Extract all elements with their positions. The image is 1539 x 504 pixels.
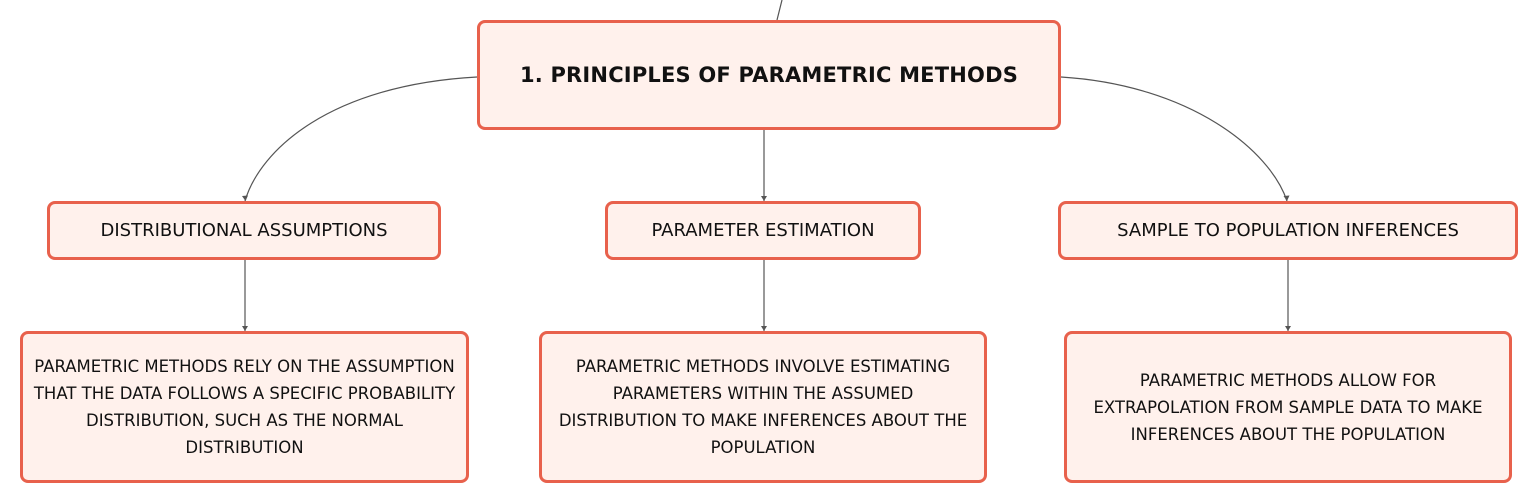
root-node-label: 1. PRINCIPLES OF PARAMETRIC METHODS — [519, 63, 1019, 87]
arrowhead-leaf-2 — [761, 326, 767, 331]
leaf-node-parameter-estimation-detail[interactable]: PARAMETRIC METHODS INVOLVE ESTIMATING PA… — [539, 331, 987, 483]
arrowhead-leaf-1 — [242, 326, 248, 331]
leaf-node-text: PARAMETRIC METHODS INVOLVE ESTIMATING PA… — [558, 357, 968, 457]
branch-node-parameter-estimation[interactable]: PARAMETER ESTIMATION — [605, 201, 921, 260]
branch-node-label: DISTRIBUTIONAL ASSUMPTIONS — [100, 220, 388, 241]
arrowhead-leaf-3 — [1285, 326, 1291, 331]
branch-node-label: SAMPLE TO POPULATION INFERENCES — [1117, 220, 1459, 241]
leaf-node-text: PARAMETRIC METHODS ALLOW FOR EXTRAPOLATI… — [1093, 370, 1483, 444]
leaf-node-distributional-assumptions-detail[interactable]: PARAMETRIC METHODS RELY ON THE ASSUMPTIO… — [20, 331, 469, 483]
arrowhead-branch-2 — [761, 196, 767, 201]
connector-root-to-branch-1 — [244, 76, 478, 202]
connector-root-to-branch-3 — [1060, 76, 1288, 202]
root-node[interactable]: 1. PRINCIPLES OF PARAMETRIC METHODS — [477, 20, 1061, 130]
leaf-node-text: PARAMETRIC METHODS RELY ON THE ASSUMPTIO… — [33, 357, 456, 457]
arrowhead-branch-1 — [242, 195, 248, 201]
branch-node-label: PARAMETER ESTIMATION — [651, 220, 875, 241]
branch-node-distributional-assumptions[interactable]: DISTRIBUTIONAL ASSUMPTIONS — [47, 201, 441, 260]
arrowhead-branch-3 — [1283, 195, 1290, 201]
connector-parent-to-root — [776, 0, 783, 21]
branch-node-sample-to-population-inferences[interactable]: SAMPLE TO POPULATION INFERENCES — [1058, 201, 1518, 260]
leaf-node-sample-to-population-detail[interactable]: PARAMETRIC METHODS ALLOW FOR EXTRAPOLATI… — [1064, 331, 1512, 483]
